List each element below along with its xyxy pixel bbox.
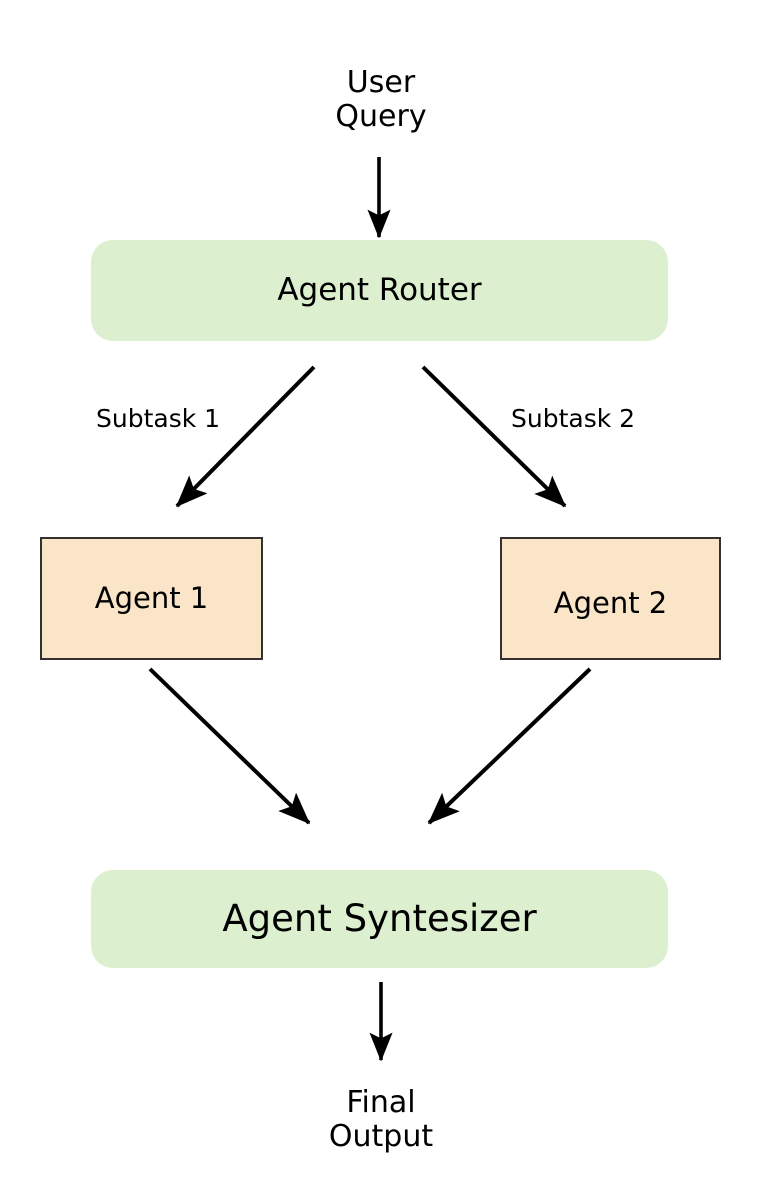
node-user-query-line-1: User	[346, 65, 416, 101]
node-final-output-line-2: Output	[328, 1119, 434, 1154]
node-agent-synthesizer[interactable]: Agent Syntesizer	[91, 870, 668, 968]
node-user-query-line-2: Query	[335, 99, 427, 134]
node-agent-2-label: Agent 2	[553, 586, 668, 621]
node-user-query: User Query	[281, 52, 481, 148]
node-agent-router[interactable]: Agent Router	[91, 240, 668, 341]
edge-agent-1-to-synthesizer	[148, 667, 311, 825]
node-agent-1-label: Agent 1	[94, 581, 209, 616]
edge-label-subtask-1: Subtask 1	[96, 404, 221, 433]
node-final-output: Final Output	[281, 1072, 481, 1168]
node-agent-1[interactable]: Agent 1	[40, 537, 263, 660]
edge-router-to-agent-1	[175, 365, 316, 508]
node-final-output-line-1: Final	[346, 1085, 416, 1121]
edge-router-to-agent-2	[421, 365, 567, 508]
node-agent-synthesizer-label: Agent Syntesizer	[222, 897, 537, 941]
edge-label-subtask-2: Subtask 2	[511, 404, 636, 433]
edge-agent-2-to-synthesizer	[427, 667, 592, 825]
node-agent-router-label: Agent Router	[277, 272, 482, 309]
node-agent-2[interactable]: Agent 2	[500, 537, 721, 660]
